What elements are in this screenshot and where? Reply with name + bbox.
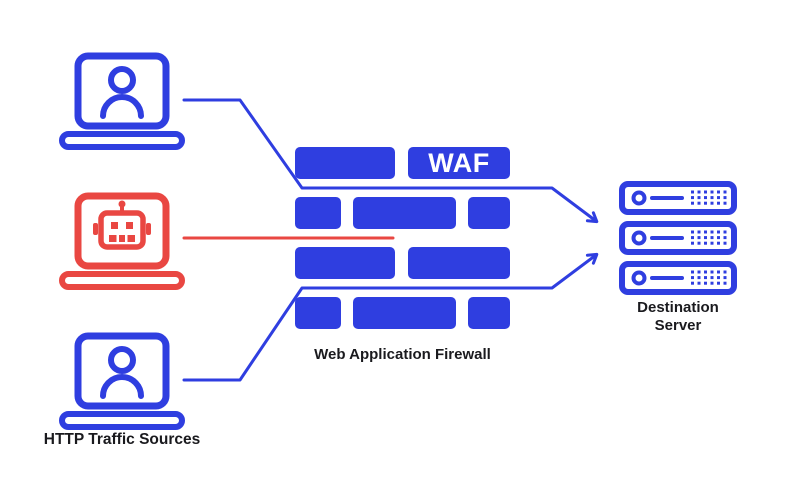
allowed-flow-top-line	[182, 98, 599, 224]
waf-badge-label: WAF	[428, 147, 490, 178]
destination-server-label: Destination Server	[637, 299, 719, 334]
traffic-flow-lines	[182, 98, 599, 382]
web-application-firewall-label: Web Application Firewall	[314, 346, 491, 363]
laptop-user-icon	[59, 52, 185, 150]
brick-wall-icon	[295, 147, 510, 329]
allowed-flow-bottom-line	[182, 252, 599, 382]
http-traffic-sources-label: HTTP Traffic Sources	[43, 431, 201, 448]
server-rack-icon	[619, 181, 737, 295]
laptop-user-icon	[59, 332, 185, 430]
laptop-bot-icon	[59, 192, 185, 290]
